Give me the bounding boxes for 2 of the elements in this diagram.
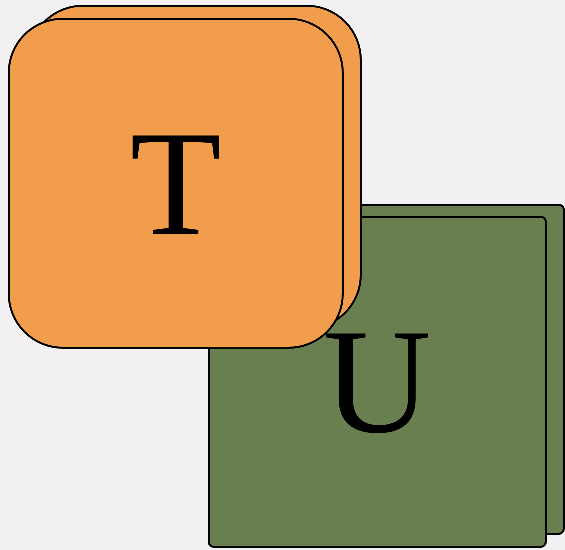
card-letter: T (130, 108, 222, 258)
card-letter: U (323, 307, 432, 457)
